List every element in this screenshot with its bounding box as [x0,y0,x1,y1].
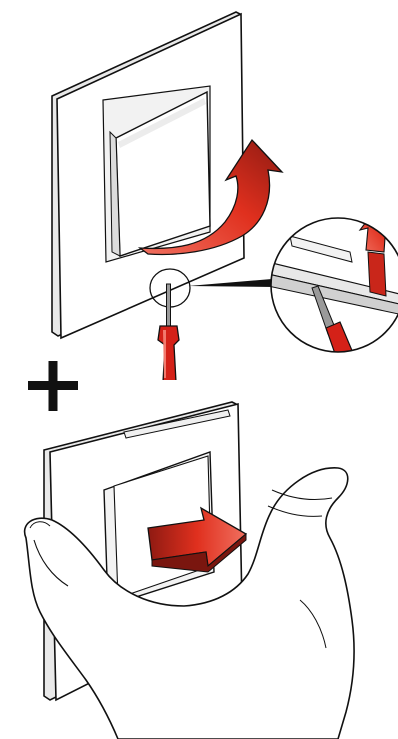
callout-leader [188,279,274,287]
step-2-pull-out-insert [25,402,354,739]
plus-icon [28,361,78,411]
step-1-remove-rocker [52,12,398,400]
magnifier-callout-icon [268,206,398,368]
